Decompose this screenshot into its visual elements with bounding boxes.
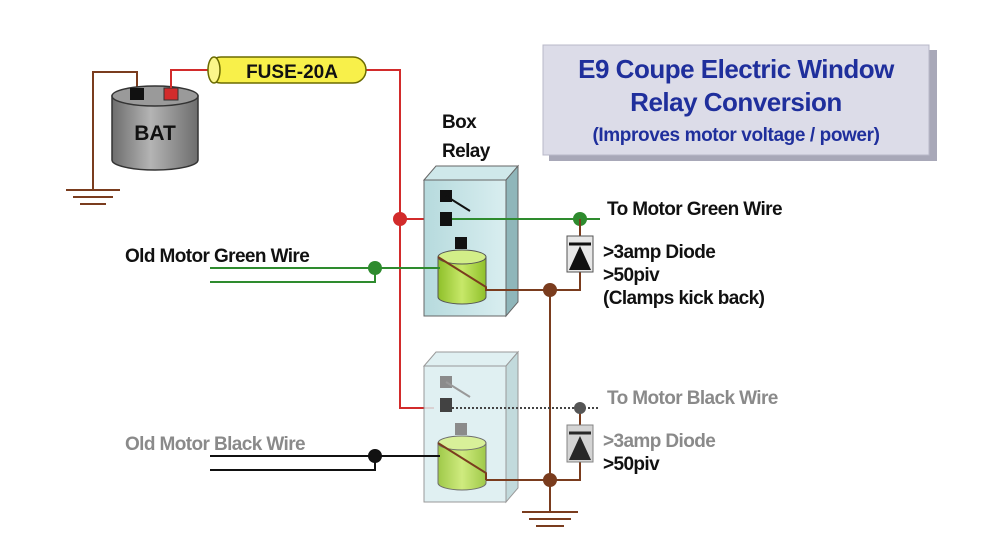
title-line-2: Relay Conversion xyxy=(630,87,842,117)
label-to-motor-black: To Motor Black Wire xyxy=(607,388,778,409)
relay-label-line-2: Relay xyxy=(442,141,491,162)
diode-top xyxy=(566,235,594,273)
diode-bottom-line-1: >3amp Diode xyxy=(603,431,715,452)
diode-bottom-line-2: >50piv xyxy=(603,454,660,475)
battery-negative-terminal xyxy=(130,88,144,100)
brown-junction-dot-top xyxy=(543,283,557,297)
diode-top-line-1: >3amp Diode xyxy=(603,242,715,263)
power-wiring xyxy=(170,69,438,409)
title-line-3: (Improves motor voltage / power) xyxy=(592,125,879,146)
label-to-motor-green: To Motor Green Wire xyxy=(607,199,782,220)
green-junction-dot-old xyxy=(368,261,382,275)
relay-top-terminal-2 xyxy=(440,212,452,226)
black-junction-dot-motor xyxy=(574,402,586,414)
relay-bottom-terminal-2 xyxy=(440,398,452,412)
power-junction-dot xyxy=(393,212,407,226)
battery: BAT xyxy=(66,71,199,205)
diode-top-line-3: (Clamps kick back) xyxy=(603,288,765,309)
relay-bottom xyxy=(422,350,520,504)
ground-symbol-battery xyxy=(66,189,120,205)
title-line-1: E9 Coupe Electric Window xyxy=(578,54,895,84)
diode-top-line-2: >50piv xyxy=(603,265,660,286)
battery-label: BAT xyxy=(134,122,176,145)
diode-bottom xyxy=(566,424,594,463)
relay-top-coil-wire xyxy=(437,256,550,291)
relay-top-terminal-3 xyxy=(455,237,467,249)
black-junction-dot-old xyxy=(368,449,382,463)
label-old-motor-black: Old Motor Black Wire xyxy=(125,434,305,455)
label-old-motor-green: Old Motor Green Wire xyxy=(125,246,309,267)
fuse-label: FUSE-20A xyxy=(246,62,338,83)
battery-ground-wire xyxy=(92,71,138,190)
battery-positive-terminal xyxy=(163,87,179,101)
title-box: E9 Coupe Electric Window Relay Conversio… xyxy=(542,44,937,161)
relay-bottom-terminal-3 xyxy=(455,423,467,435)
relay-top xyxy=(422,164,520,318)
relay-label-line-1: Box xyxy=(442,112,477,133)
fuse: FUSE-20A xyxy=(207,56,367,84)
ground-symbol-relay xyxy=(522,511,578,527)
brown-junction-dot-bottom xyxy=(543,473,557,487)
